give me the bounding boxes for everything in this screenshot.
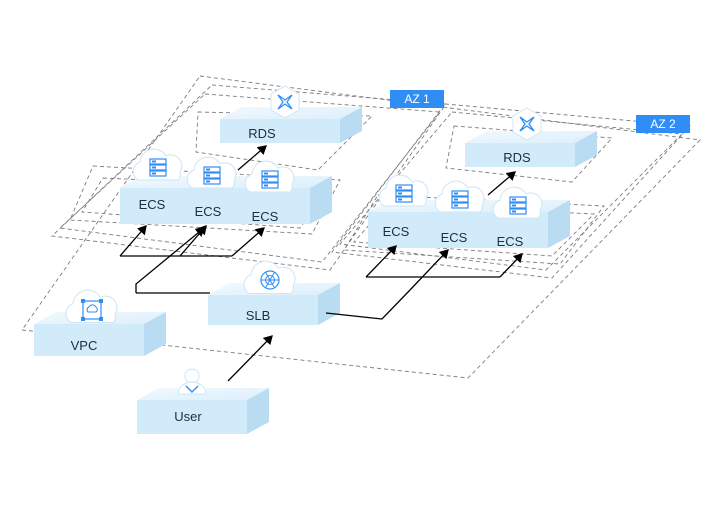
arrow-az2-ecs1 bbox=[365, 245, 397, 278]
rds-az2-label: RDS bbox=[503, 150, 531, 165]
rds-icon bbox=[270, 85, 300, 119]
arrow-vpc-ecs2 bbox=[135, 227, 206, 293]
rds-az1-label: RDS bbox=[248, 126, 276, 141]
az1-label: AZ 1 bbox=[404, 92, 430, 106]
ecs-az2-label-0: ECS bbox=[383, 224, 410, 239]
ecs-az1-label-0: ECS bbox=[139, 197, 166, 212]
ecs-az1-block: ECS ECS ECS bbox=[120, 148, 332, 224]
ecs-az2-label-2: ECS bbox=[497, 234, 524, 249]
az1-badge: AZ 1 bbox=[390, 90, 444, 108]
server-icon bbox=[509, 196, 527, 215]
server-icon bbox=[395, 184, 413, 203]
rds-az2-block: RDS bbox=[465, 107, 597, 167]
vpc-cloud bbox=[65, 289, 118, 323]
ecs-az1-label-1: ECS bbox=[195, 204, 222, 219]
server-icon bbox=[451, 190, 469, 209]
arrow-az2-ecs3 bbox=[499, 253, 523, 278]
az2-label: AZ 2 bbox=[650, 117, 676, 131]
user-icon bbox=[177, 368, 207, 395]
vpc-block: VPC bbox=[34, 289, 166, 356]
ecs-az2-label-1: ECS bbox=[441, 230, 468, 245]
arrow-user-slb bbox=[227, 335, 273, 382]
az2-badge: AZ 2 bbox=[636, 115, 690, 133]
rds-az1-block: RDS bbox=[220, 85, 362, 143]
vpc-label: VPC bbox=[71, 338, 98, 353]
user-block: User bbox=[137, 368, 269, 434]
server-icon bbox=[203, 166, 221, 185]
ecs-az2-block: ECS ECS ECS bbox=[368, 174, 570, 249]
arrow-az1-ecs3 bbox=[231, 227, 265, 257]
line-slb-az2 bbox=[325, 289, 411, 320]
arrow-az2-ecs2 bbox=[409, 249, 449, 291]
slb-label: SLB bbox=[246, 308, 271, 323]
arrow-ecs1-rds1 bbox=[237, 145, 267, 171]
vpc-icon bbox=[81, 299, 103, 321]
user-label: User bbox=[174, 409, 202, 424]
arrow-az1-ecs2 bbox=[179, 225, 207, 257]
server-icon bbox=[149, 158, 167, 177]
arrow-ecs2-rds2 bbox=[487, 171, 516, 196]
slb-cloud bbox=[243, 260, 296, 294]
rds-icon bbox=[512, 107, 542, 141]
connections bbox=[119, 145, 523, 382]
slb-icon bbox=[260, 270, 280, 290]
ecs-az1-label-2: ECS bbox=[252, 209, 279, 224]
server-icon bbox=[261, 170, 279, 189]
arrow-slb-ecs-az1 bbox=[119, 226, 146, 257]
slb-block: SLB bbox=[208, 260, 340, 325]
